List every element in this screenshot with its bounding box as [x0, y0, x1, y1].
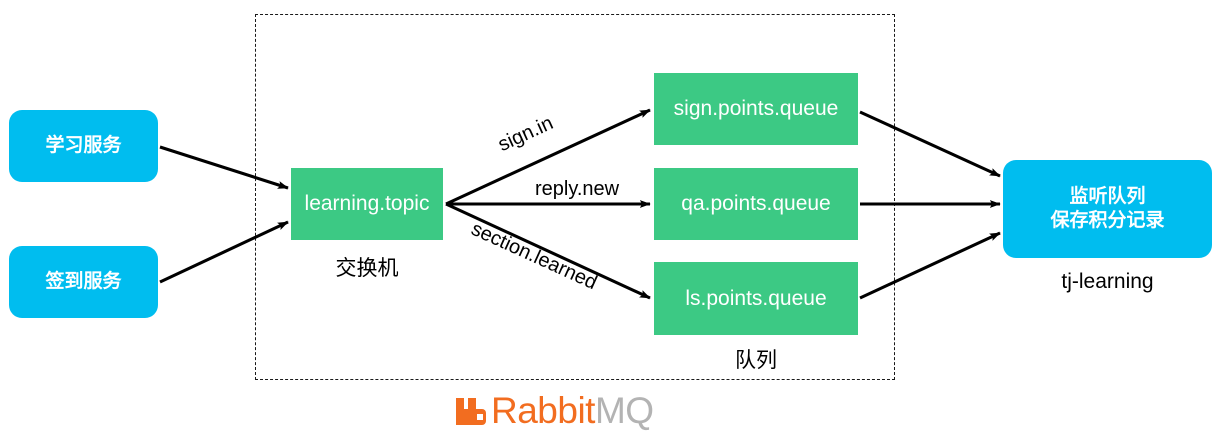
- consumer-caption: tj-learning: [1061, 270, 1154, 293]
- consumer-tj-learning[interactable]: 监听队列 保存积分记录: [1003, 160, 1212, 258]
- queue-qa-points[interactable]: qa.points.queue: [654, 168, 858, 240]
- logo-word-mq: MQ: [594, 390, 654, 431]
- queue-ls-points[interactable]: ls.points.queue: [654, 262, 858, 335]
- queue-qa-points-label: qa.points.queue: [681, 192, 831, 215]
- consumer-line1: 监听队列: [1069, 185, 1146, 207]
- rabbitmq-logo: Rabbit MQ: [456, 390, 654, 431]
- exchange-caption: 交换机: [335, 257, 399, 280]
- producer-signin-service-label: 签到服务: [45, 270, 122, 292]
- rabbitmq-broker-boundary: [255, 14, 895, 380]
- consumer-line2: 保存积分记录: [1050, 210, 1165, 231]
- producer-learning-service-label: 学习服务: [45, 134, 122, 156]
- exchange-learning-topic-label: learning.topic: [304, 192, 430, 215]
- queue-ls-points-label: ls.points.queue: [685, 286, 827, 310]
- queues-caption: 队列: [735, 349, 777, 372]
- producer-learning-service[interactable]: 学习服务: [9, 110, 158, 182]
- queue-sign-points-label: sign.points.queue: [673, 97, 839, 120]
- rabbit-icon: [456, 397, 486, 425]
- routing-key-reply-new: reply.new: [535, 178, 620, 200]
- logo-word-rabbit: Rabbit: [491, 390, 595, 431]
- queue-sign-points[interactable]: sign.points.queue: [654, 73, 858, 145]
- exchange-learning-topic[interactable]: learning.topic: [291, 168, 443, 240]
- producer-signin-service[interactable]: 签到服务: [9, 246, 158, 318]
